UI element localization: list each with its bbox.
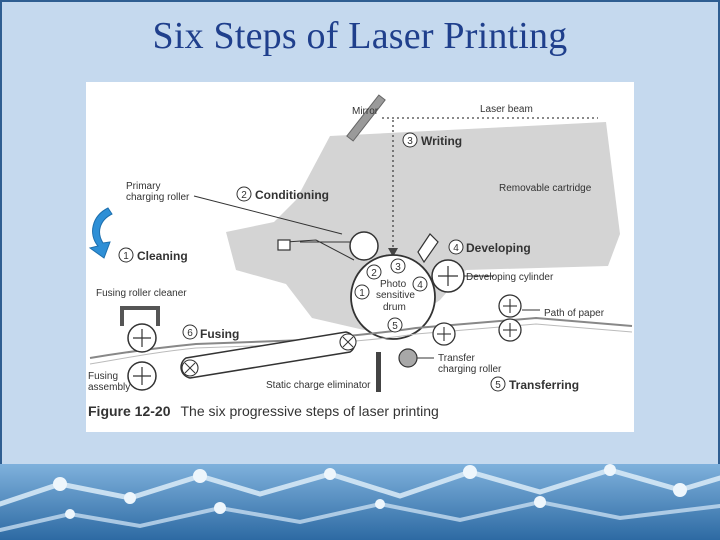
drum-marker-1: 1 <box>354 284 370 300</box>
svg-text:3: 3 <box>395 262 401 273</box>
step-marker-fusing: 6 <box>182 324 198 340</box>
band-nodes <box>53 464 687 519</box>
mirror-shape <box>346 94 386 142</box>
label-transfer-1: Transfer <box>438 353 476 364</box>
cleaning-arrow-icon <box>88 207 113 259</box>
transfer-charging-roller <box>398 348 418 368</box>
primary-roller-leader <box>193 195 343 235</box>
label-primary-2: charging roller <box>126 192 190 203</box>
label-developing-cylinder: Developing cylinder <box>466 272 554 283</box>
label-sensitive: sensitive <box>376 290 415 301</box>
label-fusing-assembly-2: assembly <box>88 382 130 393</box>
svg-text:1: 1 <box>123 251 129 262</box>
developing-blade <box>417 233 439 264</box>
step-marker-developing: 4 <box>448 239 464 255</box>
paper-path-inner <box>89 323 633 365</box>
label-writing: Writing <box>421 134 462 148</box>
drum-marker-4: 4 <box>412 276 428 292</box>
svg-text:3: 3 <box>407 136 413 147</box>
svg-text:2: 2 <box>241 190 247 201</box>
label-drum: drum <box>383 302 406 313</box>
label-transfer-2: charging roller <box>438 364 502 375</box>
svg-text:1: 1 <box>359 288 365 299</box>
figure-caption-text: The six progressive steps of laser print… <box>180 403 439 419</box>
svg-text:5: 5 <box>392 321 398 332</box>
svg-text:2: 2 <box>371 268 377 279</box>
fusing-roller-cleaner <box>120 306 160 326</box>
drum-marker-2: 2 <box>366 264 382 280</box>
label-developing: Developing <box>466 241 531 255</box>
slide-title: Six Steps of Laser Printing <box>152 15 568 57</box>
label-mirror: Mirror <box>352 106 379 117</box>
step-marker-cleaning: 1 <box>118 247 134 263</box>
drum-marker-3: 3 <box>390 258 406 274</box>
band-background <box>0 464 720 540</box>
label-transferring: Transferring <box>509 378 579 392</box>
removable-cartridge-shape <box>226 122 620 330</box>
decorative-molecule-band <box>0 464 720 540</box>
svg-text:6: 6 <box>187 328 193 339</box>
laser-arrowhead <box>388 248 398 257</box>
figure-caption: Figure 12-20 The six progressive steps of… <box>88 403 628 419</box>
label-fusing-assembly-1: Fusing <box>88 371 118 382</box>
svg-text:4: 4 <box>417 280 423 291</box>
belt-left-x2 <box>184 362 196 374</box>
label-conditioning: Conditioning <box>255 188 329 202</box>
svg-text:5: 5 <box>495 380 501 391</box>
laser-printing-figure: 3 2 1 4 6 5 2 3 4 1 5 Mirror Laser beam … <box>86 82 634 432</box>
step-marker-transferring: 5 <box>490 376 506 392</box>
label-static-charge-eliminator: Static charge eliminator <box>266 380 371 391</box>
static-charge-eliminator <box>376 352 381 392</box>
band-lower-lines <box>0 499 720 532</box>
belt-right-x2 <box>342 336 354 348</box>
label-laser-beam: Laser beam <box>480 104 533 115</box>
step-marker-conditioning: 2 <box>236 186 252 202</box>
label-removable-cartridge: Removable cartridge <box>499 183 592 194</box>
label-photo: Photo <box>380 279 407 290</box>
figure-number: Figure 12-20 <box>88 403 171 419</box>
label-fusing-roller-cleaner: Fusing roller cleaner <box>96 288 187 299</box>
label-cleaning: Cleaning <box>137 249 188 263</box>
band-hexagon-lines <box>0 467 720 507</box>
charging-roller-bracket <box>277 239 291 251</box>
laser-printer-diagram: 3 2 1 4 6 5 2 3 4 1 5 Mirror Laser beam … <box>88 94 633 393</box>
drum-marker-5: 5 <box>387 317 403 333</box>
primary-charging-roller <box>349 231 379 261</box>
svg-text:4: 4 <box>453 243 459 254</box>
step-marker-writing: 3 <box>402 132 418 148</box>
label-fusing: Fusing <box>200 327 239 341</box>
label-path-of-paper: Path of paper <box>544 308 605 319</box>
label-primary-1: Primary <box>126 181 160 192</box>
conditioning-leader <box>285 239 355 261</box>
